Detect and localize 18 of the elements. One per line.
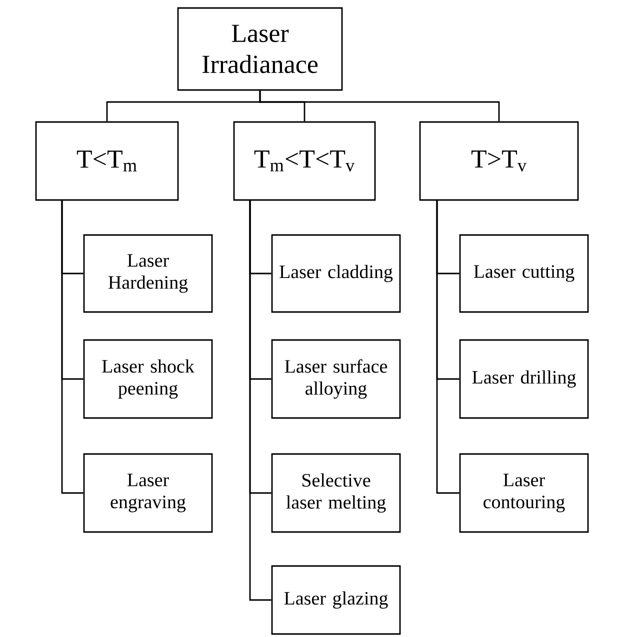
process-box: Laser engraving [83, 453, 213, 533]
process-box: Laser shock peening [83, 339, 213, 419]
process-box: Laser surface alloying [271, 339, 401, 419]
process-box: Laser Irradianace [177, 7, 343, 91]
process-box: Laser Hardening [83, 234, 213, 313]
process-box: Laser cutting [459, 234, 589, 313]
process-box: Laser glazing [271, 565, 401, 635]
process-box: T$_{m}$<T<T$_{v}$ [233, 121, 376, 201]
connector-line [259, 90, 500, 122]
connector-line [61, 200, 84, 494]
process-box: Laser cladding [271, 234, 401, 313]
process-box: T>T$_{v}$ [419, 121, 579, 201]
process-box: T<T$_{m}$ [35, 121, 179, 201]
process-box: Selective laser melting [271, 453, 401, 533]
connector-line [249, 200, 272, 601]
process-box: Laser drilling [459, 339, 589, 419]
process-box: Laser contouring [459, 453, 589, 533]
connector-line [436, 200, 460, 494]
